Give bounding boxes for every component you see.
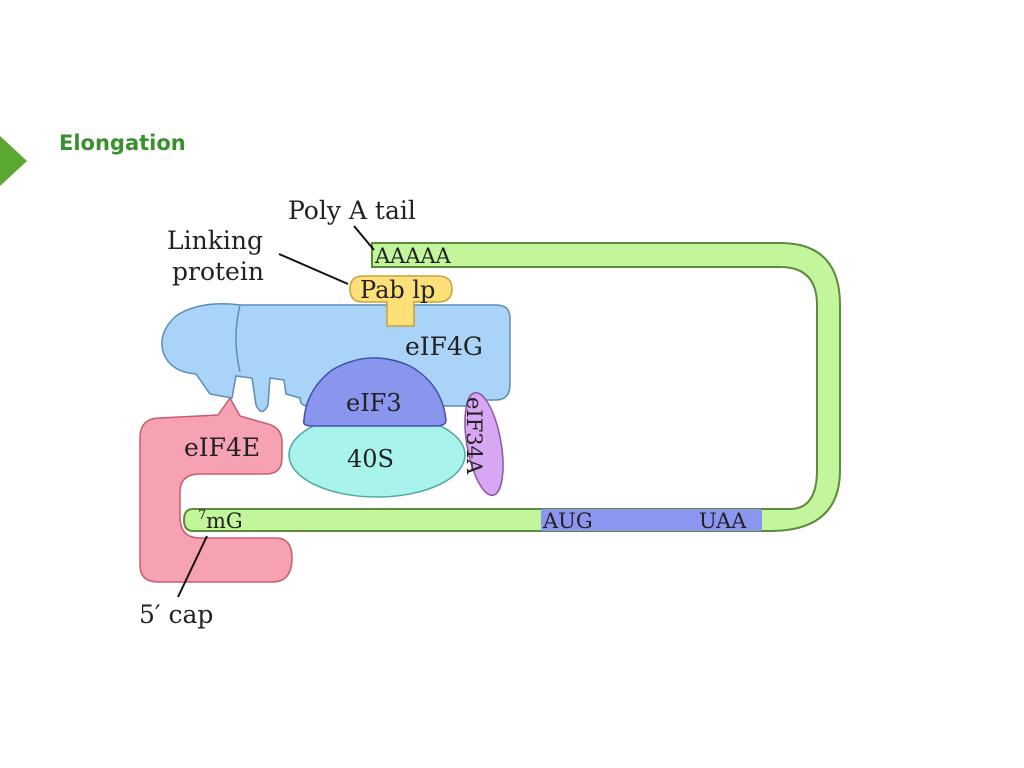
eif4a-label: eIF34A <box>462 397 486 475</box>
linking-protein-label-line1: Linking <box>167 226 263 255</box>
cap-callout-line <box>177 535 208 598</box>
coding-region <box>541 509 762 531</box>
poly-a-sequence: AAAAA <box>374 244 452 268</box>
slide-bullet-arrow-icon <box>0 136 27 186</box>
eif4e-label: eIF4E <box>184 433 260 462</box>
eif4g-label: eIF4G <box>405 332 483 361</box>
pab-label: Pab lp <box>360 276 435 304</box>
mrna-strand <box>182 242 841 532</box>
stop-codon-label: UAA <box>699 509 747 533</box>
linking-protein-callout-line <box>278 253 349 285</box>
poly-a-tail-label: Poly A tail <box>288 196 416 225</box>
poly-a-callout-line <box>353 225 375 251</box>
five-prime-cap-label: 5′ cap <box>139 600 213 629</box>
eif4a-protein <box>464 391 504 497</box>
pab-protein <box>349 275 453 327</box>
start-codon-label: AUG <box>542 509 593 533</box>
linking-protein-label-line2: protein <box>172 257 264 286</box>
cap-superscript: 7 <box>198 508 206 523</box>
eif4g-fold-line <box>235 304 241 373</box>
eif3-protein <box>302 357 447 427</box>
ribosome-40s-label: 40S <box>347 445 394 473</box>
eif4e-protein <box>139 396 293 583</box>
cap-label: mG <box>206 509 243 533</box>
slide-title: Elongation <box>59 131 186 155</box>
eif3-label: eIF3 <box>346 389 402 417</box>
